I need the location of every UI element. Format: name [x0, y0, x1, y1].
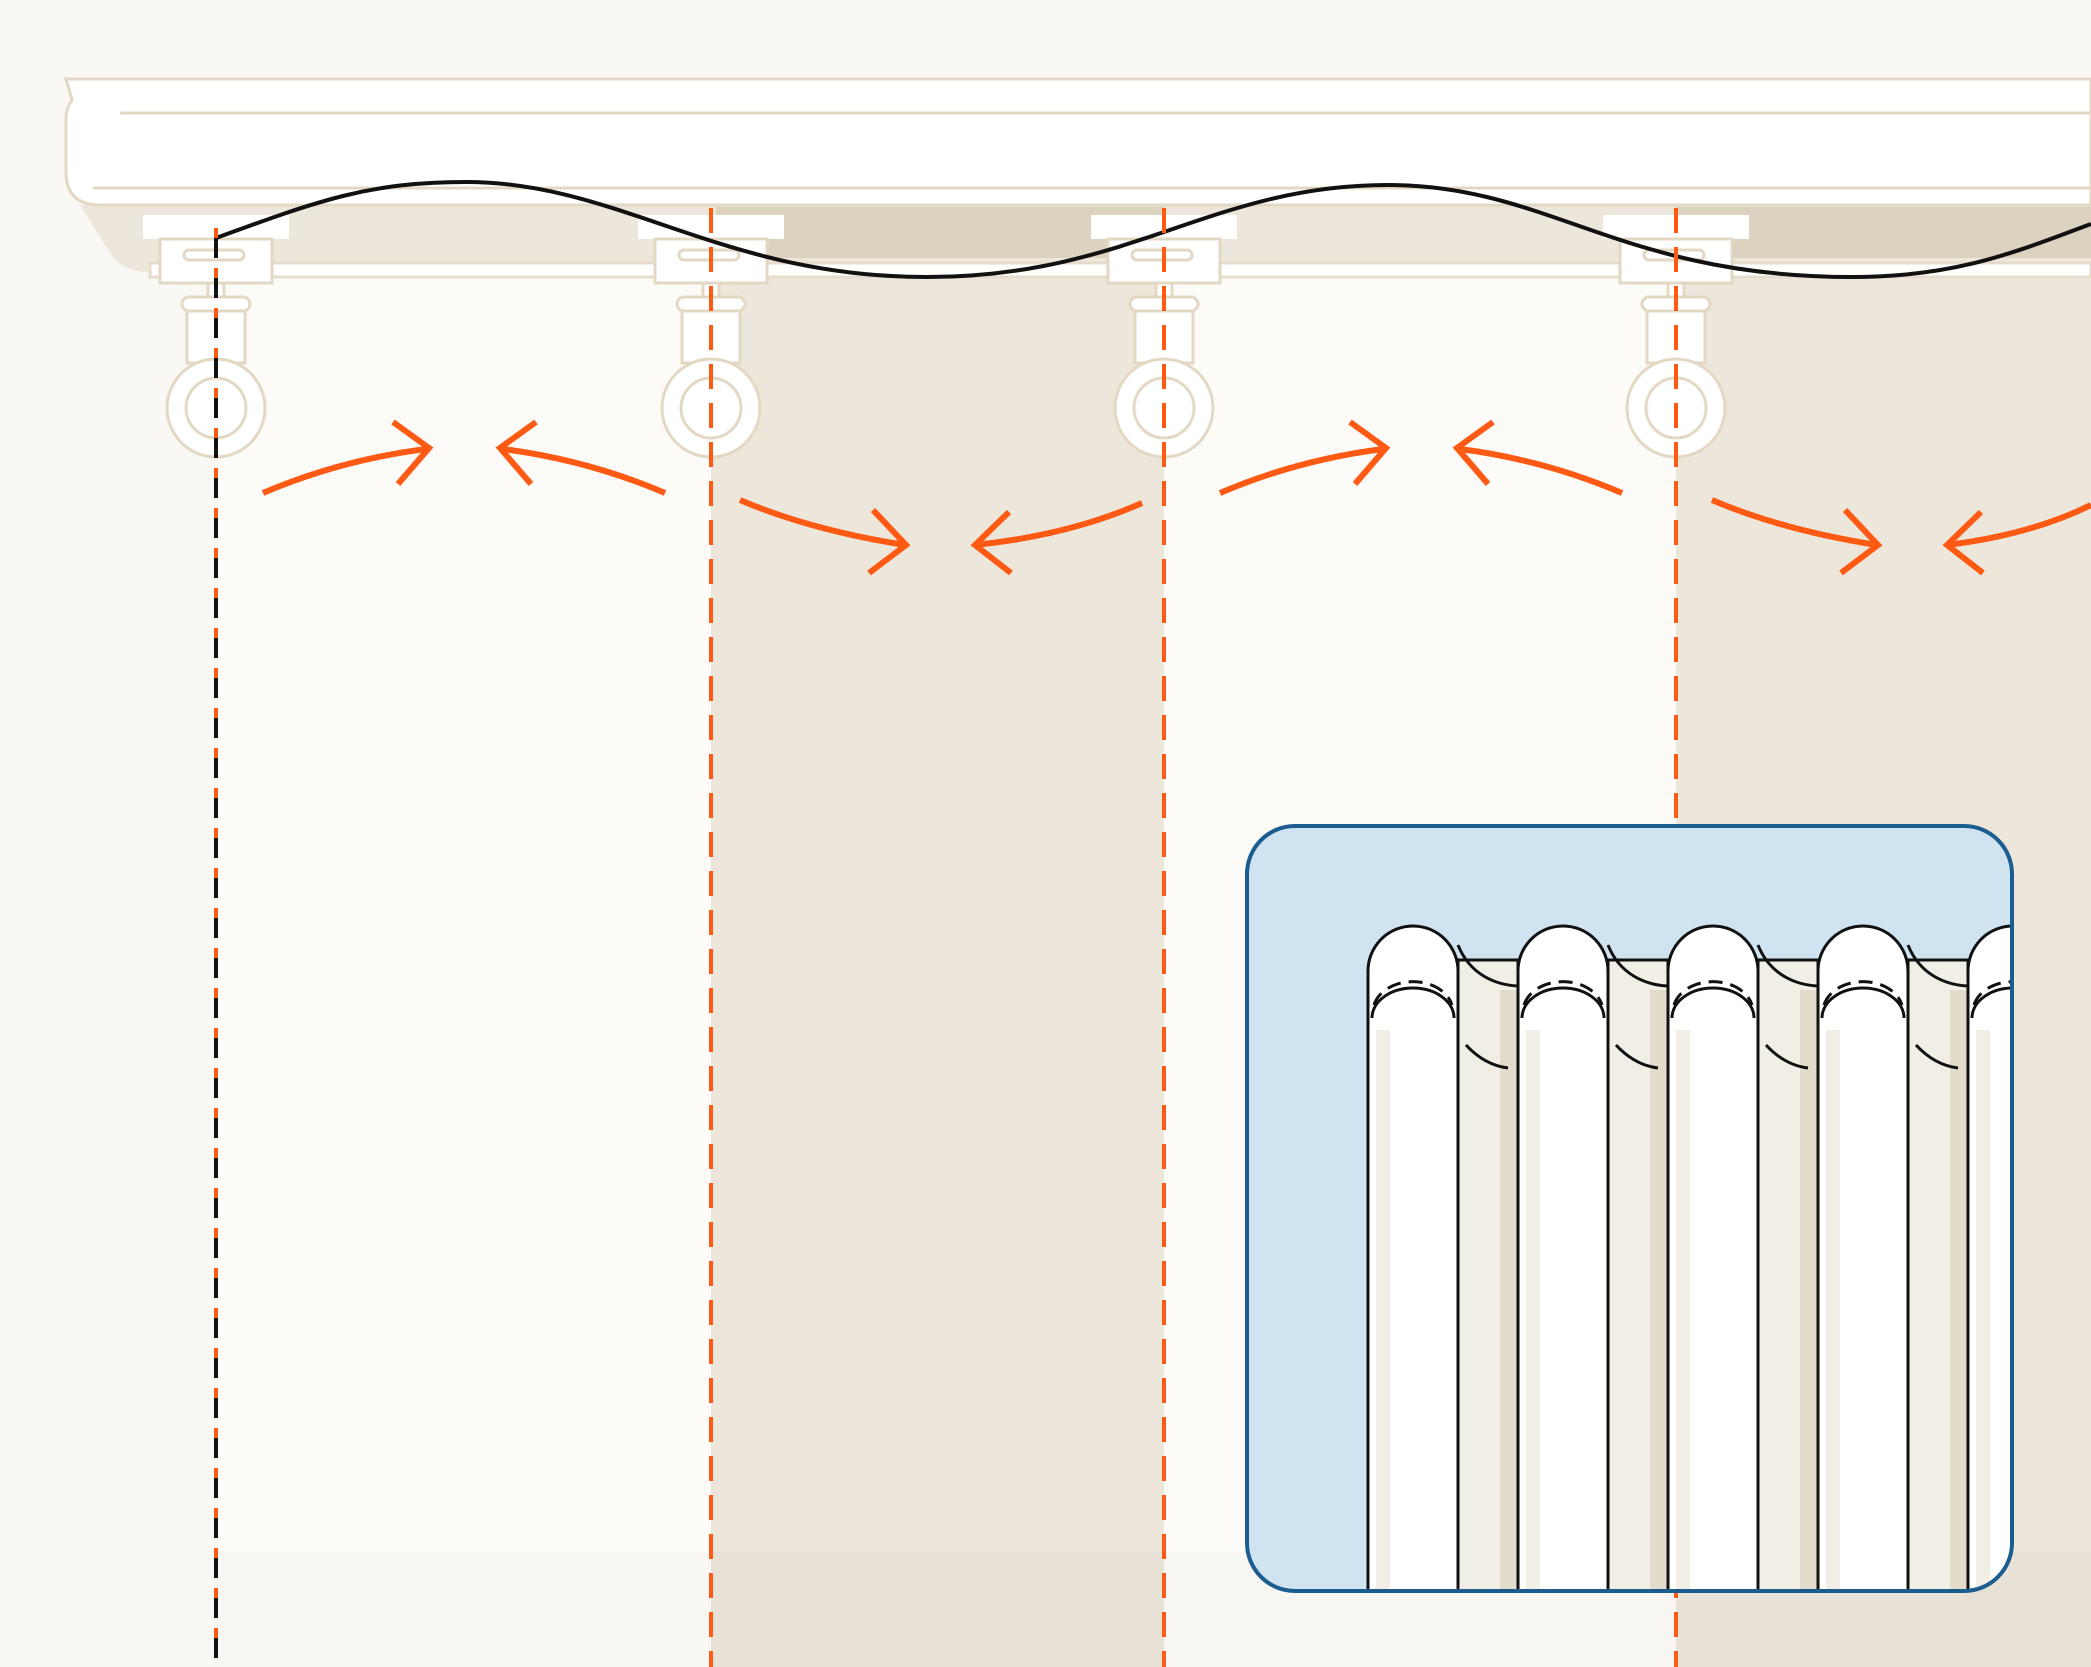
- gather-arrow-icon: [970, 500, 1144, 576]
- curtain-pleat: [1966, 924, 2012, 1591]
- pull-cord-icon: [215, 179, 2091, 280]
- track-body: [64, 77, 2091, 207]
- curtain-panel-2: [711, 208, 1164, 1667]
- curtain-pleat: [1366, 924, 1520, 1591]
- track-underside-dark-1: [716, 207, 1164, 258]
- gather-arrow-icon: [1942, 502, 2091, 576]
- gather-arrow-icon: [495, 419, 667, 496]
- curtain-pleat: [1816, 924, 1970, 1591]
- curtain-pleat: [1666, 924, 1820, 1591]
- curtain-panel-1: [216, 208, 711, 1667]
- pleated-curtain-inset-icon: [1245, 824, 2014, 1593]
- gather-arrow-icon: [1452, 419, 1624, 496]
- inset-pleats: [1366, 924, 2012, 1591]
- gather-arrows: [261, 419, 2091, 576]
- track-underside-dark-2: [1676, 207, 2091, 258]
- track-shadow: [80, 205, 2091, 279]
- gather-arrow-icon: [1218, 419, 1391, 496]
- gather-arrow-icon: [261, 419, 434, 496]
- curtain-track-icon: [64, 77, 2091, 207]
- curtain-pleat: [1516, 924, 1670, 1591]
- gather-arrow-icon: [1710, 497, 1883, 576]
- inset-frame: [1245, 824, 2014, 1593]
- gather-arrow-icon: [738, 497, 911, 576]
